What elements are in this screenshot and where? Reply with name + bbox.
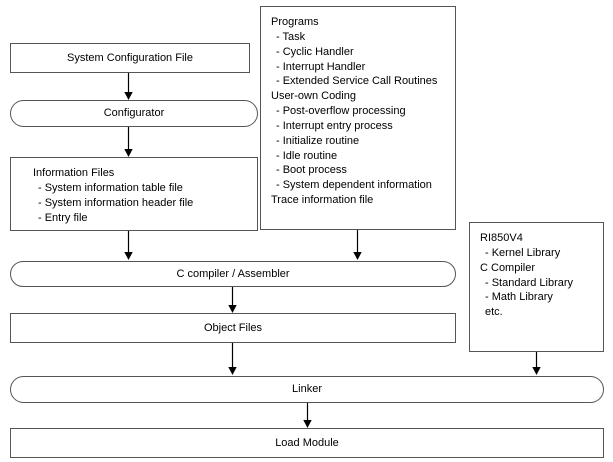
list-item: - Interrupt Handler <box>276 60 366 73</box>
arrow-information-files-to-compiler <box>120 231 137 261</box>
libraries-title: RI850V4 <box>480 232 523 244</box>
node-linker: Linker <box>10 376 604 403</box>
list-item: - Post-overflow processing <box>276 105 406 118</box>
programs-subtitle: User-own Coding <box>271 90 356 103</box>
list-item: - Extended Service Call Routines <box>276 75 438 88</box>
node-label: Load Module <box>275 436 339 449</box>
list-item: - Cyclic Handler <box>276 45 354 58</box>
node-information-files: Information Files - System information t… <box>10 157 258 231</box>
c-compiler-library-list: - Standard Library - Math Library <box>480 276 597 306</box>
list-item: - System information header file <box>38 196 194 209</box>
node-c-compiler-assembler: C compiler / Assembler <box>10 261 456 287</box>
programs-footer: Trace information file <box>271 194 374 207</box>
list-item: - Interrupt entry process <box>276 119 393 132</box>
programs-title: Programs <box>271 16 319 28</box>
ri850v4-list: - Kernel Library <box>480 246 597 261</box>
arrow-compiler-to-object-files <box>224 287 241 314</box>
libraries-footer: etc. <box>485 306 503 319</box>
arrow-programs-to-compiler <box>349 230 366 261</box>
libraries-subtitle: C Compiler <box>480 261 536 274</box>
node-label: Configurator <box>103 107 165 120</box>
node-label: Object Files <box>203 321 263 334</box>
list-item: - Math Library <box>485 291 553 304</box>
node-label: System Configuration File <box>67 51 193 64</box>
list-item: - Standard Library <box>485 276 574 289</box>
arrow-linker-to-load-module <box>299 403 316 429</box>
information-files-list: - System information table file - System… <box>33 181 247 226</box>
list-item: - Initialize routine <box>276 134 360 147</box>
node-load-module: Load Module <box>10 428 604 458</box>
list-item: - Idle routine <box>276 149 338 162</box>
arrow-object-files-to-linker <box>224 343 241 376</box>
node-programs: Programs - Task - Cyclic Handler - Inter… <box>260 6 456 230</box>
arrow-libraries-to-linker <box>528 352 545 376</box>
node-configurator: Configurator <box>10 100 258 127</box>
node-label: Linker <box>292 383 322 396</box>
node-system-configuration-file: System Configuration File <box>10 43 250 73</box>
list-item: - System dependent information <box>276 179 432 192</box>
node-object-files: Object Files <box>10 313 456 343</box>
list-item: - Task <box>276 30 306 43</box>
node-libraries: RI850V4 - Kernel Library C Compiler - St… <box>469 222 604 352</box>
list-item: - Boot process <box>276 164 347 177</box>
list-item: - Kernel Library <box>485 246 561 259</box>
list-item: - Entry file <box>38 211 88 224</box>
arrow-config-file-to-configurator <box>120 73 137 101</box>
user-own-coding-list: - Post-overflow processing - Interrupt e… <box>271 104 447 193</box>
list-item: - System information table file <box>38 181 183 194</box>
arrow-configurator-to-information-files <box>120 127 137 158</box>
information-files-title: Information Files <box>33 167 115 179</box>
node-label: C compiler / Assembler <box>176 267 290 280</box>
programs-list: - Task - Cyclic Handler - Interrupt Hand… <box>271 30 447 89</box>
